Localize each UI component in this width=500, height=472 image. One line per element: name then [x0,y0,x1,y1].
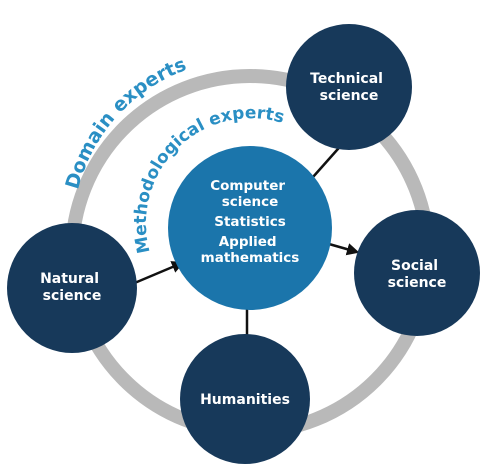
center-computer-science-text: Computer science [210,178,290,210]
center-computer-science-line: Computer [210,178,285,194]
humanities-node: Humanities [180,334,310,464]
technical-science-text: Technical science [310,71,388,104]
humanities-line: Humanities [200,392,290,408]
technical-science-line: science [320,88,379,104]
natural-science-text: Natural science [40,271,104,304]
social-science-node: Social science [354,210,480,336]
center-applied-mathematics-line: Applied [219,234,277,250]
natural-science-line: science [43,288,102,304]
technical-science-node: Technical science [286,24,412,150]
center-applied-mathematics-text: Applied mathematics [201,234,300,266]
center-statistics-text: Statistics [214,214,286,230]
center-computer-science-line: science [222,194,279,210]
natural-science-node: Natural science [7,223,137,353]
social-science-text: Social science [388,258,447,291]
social-science-line: Social [391,258,438,274]
methodological-center-node: Computer science Statistics Applied math… [168,146,332,310]
humanities-text: Humanities [200,392,290,408]
natural-science-line: Natural [40,271,99,287]
social-science-line: science [388,275,447,291]
technical-science-line: Technical [310,71,383,87]
center-applied-mathematics-line: mathematics [201,250,300,266]
center-statistics-line: Statistics [214,214,286,230]
